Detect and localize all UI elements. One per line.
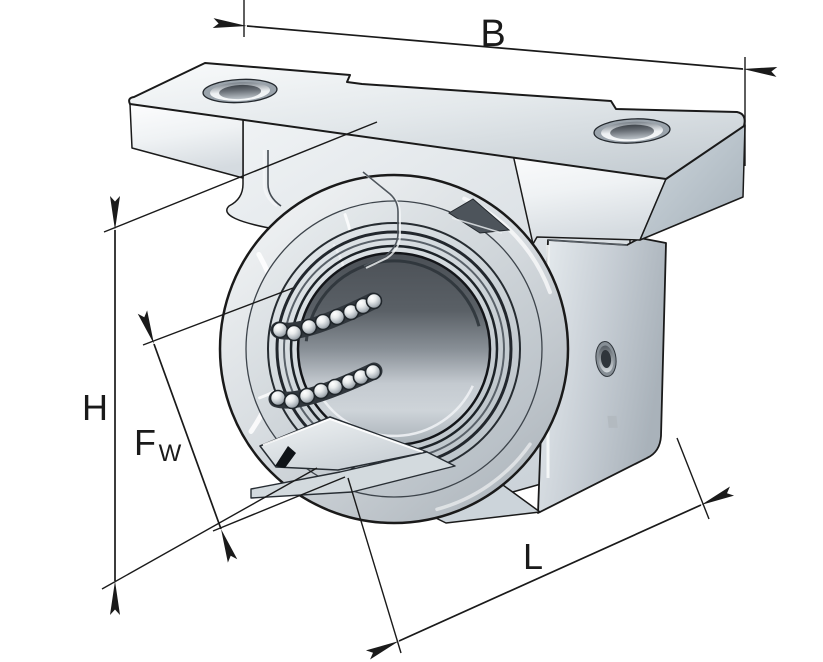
bearing-ball <box>300 318 318 336</box>
bore-bottom-light <box>317 385 474 438</box>
dimension-FW: F W <box>134 287 346 563</box>
neck-seams <box>262 150 511 269</box>
ball-row-upper <box>270 292 383 342</box>
extension-line <box>103 121 378 233</box>
bearing-ball <box>364 363 382 381</box>
bearing-bore <box>296 251 492 447</box>
bearing-assembly <box>218 150 570 525</box>
bearing-ball <box>283 392 301 410</box>
bearing-ball <box>326 378 344 396</box>
bore-top-shadow <box>304 259 481 342</box>
boss-relief-notch <box>448 198 511 234</box>
bolt-hole-right <box>593 118 671 144</box>
bearing-ball <box>314 313 332 331</box>
dimension-label-F-subscript: W <box>159 440 182 467</box>
slot-notch <box>275 446 296 468</box>
dimension-L: L <box>347 437 735 660</box>
bearing-ball <box>271 321 289 339</box>
bearing-ball <box>285 324 303 342</box>
extension-line <box>676 437 710 520</box>
slot-shelf-highlight <box>262 417 424 453</box>
dimension-line <box>137 310 238 563</box>
dimension-label-F: F <box>134 422 156 463</box>
dimension-label-B: B <box>480 13 505 55</box>
dimension-B: B <box>212 0 778 166</box>
dimension-line <box>365 486 735 660</box>
bearing-ball <box>328 308 346 326</box>
plate-top-face <box>128 62 746 180</box>
dimension-label-L: L <box>523 536 543 577</box>
bearing-ball <box>269 389 287 407</box>
housing-right-face <box>537 237 667 514</box>
lubrication-hole <box>595 341 618 428</box>
slot-lower-lip <box>250 451 456 499</box>
bore-bottom-slot <box>250 416 456 499</box>
bearing-ball <box>365 292 383 310</box>
dimension-line <box>212 18 778 77</box>
bearing-ball <box>298 387 316 405</box>
ball-row-lower <box>268 362 383 410</box>
dimensions: B H F W L <box>82 0 778 660</box>
flange-plate <box>128 62 746 245</box>
dimension-label-H: H <box>82 387 108 428</box>
extension-line <box>101 467 318 590</box>
bolt-hole-left <box>202 78 278 104</box>
housing-step-edge <box>547 239 628 246</box>
bearing-ball <box>312 382 330 400</box>
